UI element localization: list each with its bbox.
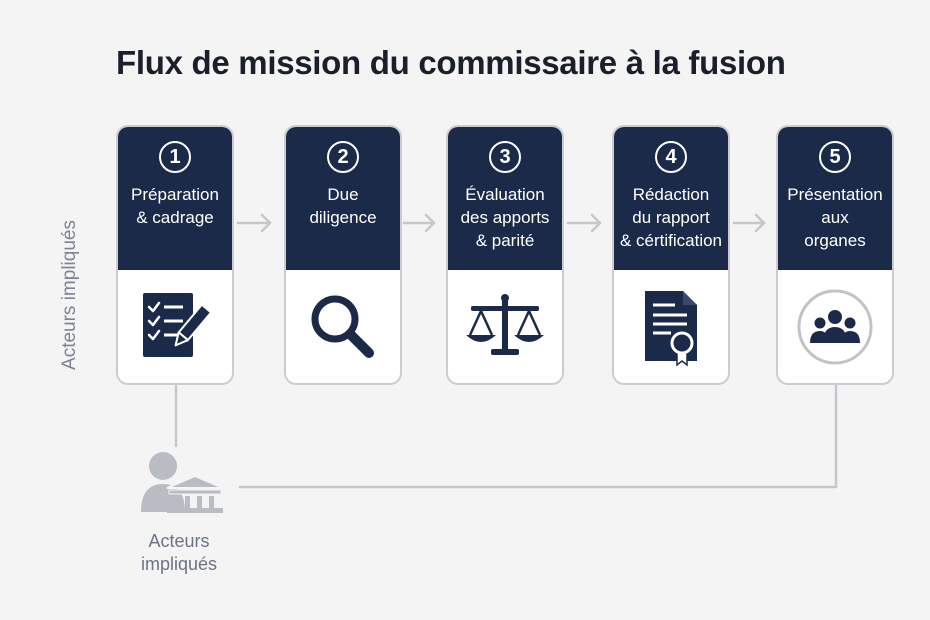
magnifier-icon [311,295,374,358]
group-icon [797,289,873,364]
step-number: 4 [655,141,687,173]
step-number: 5 [819,141,851,173]
step-card-5: 5 Présentation aux organes [776,125,894,385]
actors-label: Acteurs impliqués [140,531,218,574]
scales-icon [466,293,544,355]
actors-group: Acteurs impliqués [130,450,228,576]
step-label: Présentation aux organes [787,185,883,250]
certificate-document-icon [645,290,697,367]
step-number: 1 [159,141,191,173]
step-header: 2 Due diligence [286,127,400,270]
step-header: 3 Évaluation des apports & parité [448,127,562,270]
step-label: Rédaction du rapport & cértification [619,185,723,250]
arrow-2-3 [402,213,436,233]
step-card-4: 4 Rédaction du rapport & cértification [612,125,730,385]
arrow-4-5 [732,213,766,233]
step-card-1: 1 Préparation & cadrage [116,125,234,385]
step-header: 4 Rédaction du rapport & cértification [614,127,728,270]
step-card-2: 2 Due diligence [284,125,402,385]
step-label: Préparation & cadrage [131,185,219,227]
diagram-title: Flux de mission du commissaire à la fusi… [116,44,786,81]
arrow-3-4 [566,213,602,233]
checklist-pencil-icon [143,292,213,357]
step-number: 3 [489,141,521,173]
person-institution-icon [141,452,224,513]
step-header: 5 Présentation aux organes [778,127,892,270]
arrow-1-2 [236,213,272,233]
connector-actors-step5 [238,384,838,489]
step-label: Évaluation des apports & parité [460,185,550,250]
step-card-3: 3 Évaluation des apports & parité [446,125,564,385]
step-label: Due diligence [309,185,377,227]
step-number: 2 [327,141,359,173]
step-header: 1 Préparation & cadrage [118,127,232,270]
